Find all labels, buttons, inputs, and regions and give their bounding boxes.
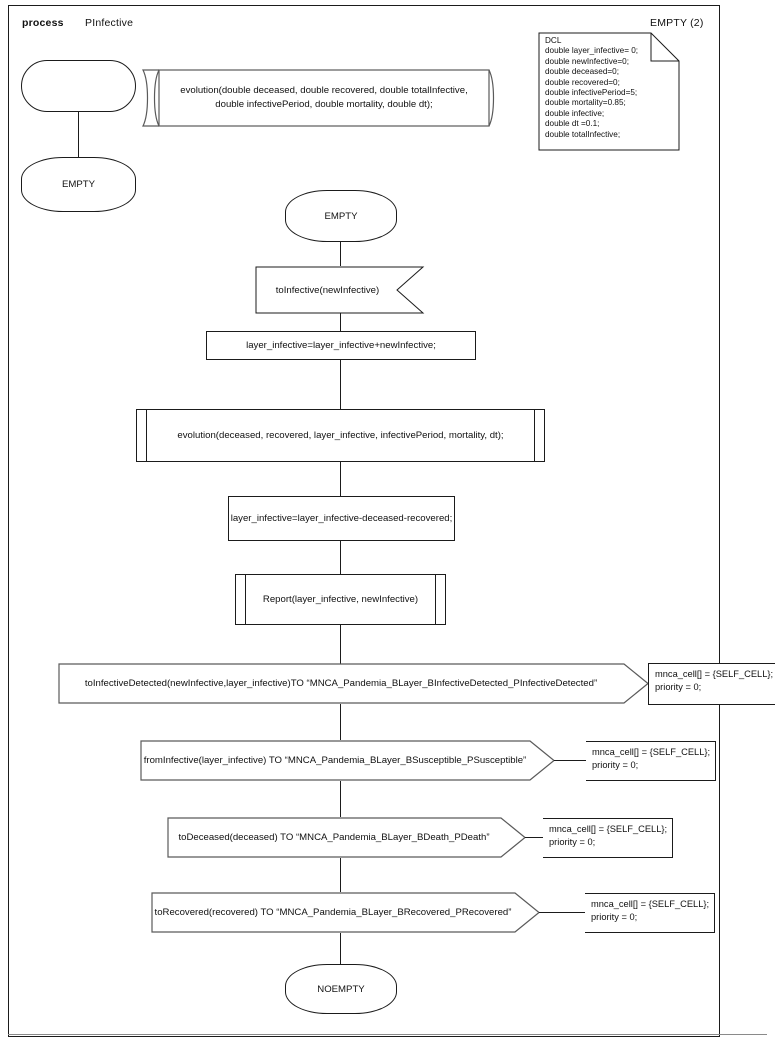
input-symbol-outline <box>255 266 425 314</box>
connector-output2-to-output3 <box>340 781 341 817</box>
comment-note-1: mnca_cell[] = {SELF_CELL}; priority = 0; <box>648 663 775 705</box>
procedure-call-symbol-report: Report(layer_infective, newInfective) <box>235 574 446 625</box>
output-symbol-todeceased: toDeceased(deceased) TO “MNCA_Pandemia_B… <box>167 817 527 859</box>
comment-note-3-line1: mnca_cell[] = {SELF_CELL}; <box>549 824 668 834</box>
task-symbol-layer-infective-sub: layer_infective=layer_infective-deceased… <box>228 496 455 541</box>
comment-note-1-line1: mnca_cell[] = {SELF_CELL}; <box>655 669 774 679</box>
output-symbol-3-label: toDeceased(deceased) TO “MNCA_Pandemia_B… <box>178 832 490 843</box>
state-symbol-empty-label: EMPTY <box>324 210 358 222</box>
output-symbol-1-label: toInfectiveDetected(newInfective,layer_i… <box>84 678 598 689</box>
connector-output1-to-output2 <box>340 704 341 740</box>
connector-output3-to-output4 <box>340 858 341 892</box>
output-symbol-4-outline <box>151 892 540 933</box>
state-symbol-noempty-label: NOEMPTY <box>317 983 365 995</box>
connector-start-to-empty <box>78 112 79 157</box>
output-symbol-2-outline <box>140 740 555 781</box>
procedure-declaration-outline <box>142 69 495 127</box>
procedure-declaration-symbol: evolution(double deceased, double recove… <box>137 68 499 130</box>
output-symbol-1-outline <box>58 663 649 704</box>
comment-note-1-line2: priority = 0; <box>655 682 702 692</box>
connector-report-to-output1 <box>340 625 341 664</box>
comment-connector-3 <box>525 837 543 838</box>
page-frame <box>8 5 720 1037</box>
output-symbol-toinfectivedetected: toInfectiveDetected(newInfective,layer_i… <box>58 663 650 705</box>
state-symbol-empty: EMPTY <box>285 190 397 242</box>
connector-task2-to-report <box>340 541 341 575</box>
header-process-name: PInfective <box>85 17 134 29</box>
connector-input-to-task1 <box>340 313 341 332</box>
connector-task1-to-procedure <box>340 360 341 410</box>
state-symbol-empty-top: EMPTY <box>21 157 136 212</box>
comment-connector-2 <box>554 760 586 761</box>
output-symbol-torecovered: toRecovered(recovered) TO “MNCA_Pandemia… <box>151 892 541 934</box>
connector-state-to-input <box>340 242 341 266</box>
procedure-call-symbol-evolution: evolution(deceased, recovered, layer_inf… <box>136 409 545 462</box>
procedure-declaration-line1: evolution(double deceased, double recove… <box>180 85 468 96</box>
comment-note-4-line1: mnca_cell[] = {SELF_CELL}; <box>591 899 710 909</box>
connector-output4-to-noempty <box>340 933 341 965</box>
output-symbol-3-outline <box>167 817 526 858</box>
header-page-label: EMPTY (2) <box>650 17 704 29</box>
procedure-declaration-text: evolution(double deceased, double recove… <box>163 70 485 126</box>
comment-note-2-line1: mnca_cell[] = {SELF_CELL}; <box>592 747 711 757</box>
comment-note-4: mnca_cell[] = {SELF_CELL}; priority = 0; <box>585 893 715 933</box>
procedure-call-label: evolution(deceased, recovered, layer_inf… <box>177 430 504 441</box>
procedure-call-report-label: Report(layer_infective, newInfective) <box>262 594 419 605</box>
task-symbol-label-2: layer_infective=layer_infective-deceased… <box>230 513 453 524</box>
comment-note-3-line2: priority = 0; <box>549 837 596 847</box>
header-keyword-process: process <box>22 17 64 29</box>
comment-connector-4 <box>539 912 585 913</box>
connector-procedure-to-task2 <box>340 462 341 497</box>
page-frame-bottom-rule <box>8 1034 767 1035</box>
comment-note-3: mnca_cell[] = {SELF_CELL}; priority = 0; <box>543 818 673 858</box>
dcl-note-text: DCL double layer_infective= 0; double ne… <box>545 36 639 139</box>
state-symbol-noempty: NOEMPTY <box>285 964 397 1014</box>
input-symbol-toinfective: toInfective(newInfective) <box>255 266 425 314</box>
input-symbol-label: toInfective(newInfective) <box>275 284 380 296</box>
comment-note-2: mnca_cell[] = {SELF_CELL}; priority = 0; <box>586 741 716 781</box>
comment-note-4-line2: priority = 0; <box>591 912 638 922</box>
state-label: EMPTY <box>61 179 96 190</box>
dcl-note-outline <box>538 32 680 151</box>
output-symbol-frominfective: fromInfective(layer_infective) TO “MNCA_… <box>140 740 556 782</box>
comment-note-2-line2: priority = 0; <box>592 760 639 770</box>
output-symbol-2-label: fromInfective(layer_infective) TO “MNCA_… <box>143 755 527 766</box>
task-symbol-label: layer_infective=layer_infective+newInfec… <box>246 340 436 351</box>
start-symbol <box>21 60 136 112</box>
dcl-declaration-note: DCL double layer_infective= 0; double ne… <box>538 32 680 151</box>
procedure-declaration-line2: double infectivePeriod, double mortality… <box>215 99 433 110</box>
output-symbol-4-label: toRecovered(recovered) TO “MNCA_Pandemia… <box>154 907 512 918</box>
task-symbol-layer-infective-add: layer_infective=layer_infective+newInfec… <box>206 331 476 360</box>
